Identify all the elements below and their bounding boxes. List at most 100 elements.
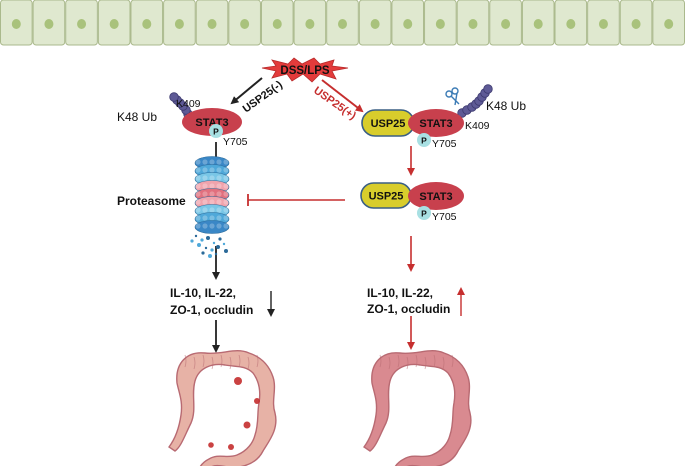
scissors-icon	[445, 87, 460, 106]
right-outcome-line2: ZO-1, occludin	[367, 302, 450, 316]
proteasome-subunit	[202, 159, 208, 165]
colon-body	[362, 350, 472, 466]
proteasome-subunit	[195, 159, 201, 165]
cell-nucleus	[370, 19, 380, 29]
proteasome-subunit	[202, 191, 208, 197]
dss-lps-stimulus: DSS/LPS	[261, 57, 349, 83]
colon-fold	[388, 356, 391, 370]
peptide-fragment	[218, 237, 222, 241]
proteasome-subunit	[223, 223, 229, 229]
cell-nucleus	[77, 19, 87, 29]
colon-fold	[451, 354, 454, 368]
usp25-stat3-complex: USP25 STAT3 P Y705	[360, 182, 464, 223]
right-phospho-label: P	[421, 136, 427, 146]
colon-fold	[202, 354, 205, 368]
colon-fold	[397, 354, 400, 368]
proteasome-subunit	[216, 223, 222, 229]
proteasome-subunit	[195, 183, 201, 189]
complex-usp25-label: USP25	[369, 191, 404, 203]
colon-lesion	[234, 377, 242, 385]
right-stat3-label: STAT3	[419, 118, 452, 130]
proteasome-subunit	[216, 191, 222, 197]
proteasome-subunit	[223, 199, 229, 205]
peptide-fragment	[201, 251, 205, 255]
proteasome-subunit	[209, 175, 215, 181]
proteasome-subunit	[202, 223, 208, 229]
peptide-fragment	[206, 236, 210, 240]
cell-nucleus	[598, 19, 608, 29]
peptide-fragment	[210, 248, 214, 252]
left-outcome: IL-10, IL-22, ZO-1, occludin	[170, 286, 275, 317]
proteasome-ring	[194, 220, 230, 234]
proteasome-subunit	[209, 191, 215, 197]
colon-healthy	[362, 350, 472, 466]
proteasome-subunit	[209, 159, 215, 165]
right-phospho-site: Y705	[432, 138, 457, 150]
colon-fold	[193, 356, 196, 370]
proteasome-subunit	[209, 207, 215, 213]
colon-lesion	[243, 421, 251, 429]
peptide-fragment	[194, 234, 198, 238]
proteasome-subunit	[209, 199, 215, 205]
colon-fold	[424, 356, 427, 370]
right-ub-label: K48 Ub	[486, 99, 526, 113]
proteasome-subunit	[195, 223, 201, 229]
complex-stat3-shape	[408, 182, 464, 210]
colon-fold	[229, 356, 232, 370]
proteasome-subunit	[223, 183, 229, 189]
proteasome-label: Proteasome	[117, 194, 186, 208]
right-ubiquitin-chain	[457, 84, 493, 118]
left-branch-arrow-label: USP25(-)	[241, 79, 285, 116]
cell-nucleus	[533, 19, 543, 29]
proteasome-subunit	[202, 175, 208, 181]
proteasome-subunit	[202, 207, 208, 213]
cell-nucleus	[109, 19, 119, 29]
proteasome-subunit	[223, 191, 229, 197]
inhibition-bar	[247, 194, 345, 206]
stimulus-burst-shape	[261, 57, 349, 83]
proteasome-subunit	[195, 191, 201, 197]
proteasome-subunit	[216, 159, 222, 165]
cell-nucleus	[338, 19, 347, 29]
proteasome-subunit	[216, 207, 222, 213]
proteasome-stack	[194, 156, 230, 234]
proteasome-subunit	[202, 215, 208, 221]
peptide-fragment	[212, 241, 216, 245]
right-phospho-circle	[417, 133, 431, 147]
cell-nucleus	[174, 19, 184, 29]
colon-fold	[247, 356, 250, 370]
colon-lesion	[228, 444, 234, 450]
colon-fold	[379, 354, 382, 368]
right-usp25-stat3: K48 Ub K409 USP25 STAT3 P Y705	[361, 84, 526, 150]
cell-nucleus	[566, 19, 576, 29]
cell-nucleus	[664, 19, 674, 29]
colon-fold	[220, 354, 223, 368]
cell-nucleus	[435, 19, 445, 29]
right-usp25-label: USP25	[371, 118, 406, 130]
complex-stat3-label: STAT3	[419, 191, 452, 203]
proteasome-subunit	[195, 199, 201, 205]
proteasome-subunit	[223, 215, 229, 221]
colon-fold	[256, 354, 259, 368]
right-outcome-line1: IL-10, IL-22,	[367, 286, 433, 300]
right-stat3-shape	[408, 109, 464, 137]
ubiquitin-bead	[169, 92, 179, 102]
ubiquitin-bead	[483, 84, 493, 94]
colon-fold	[442, 356, 445, 370]
complex-phospho-site: Y705	[432, 211, 457, 223]
colon-lesion	[208, 442, 214, 448]
colon-fold	[184, 354, 187, 368]
proteasome-subunit	[202, 167, 208, 173]
proteasome-subunit	[209, 215, 215, 221]
colon-fold	[433, 354, 436, 368]
cell-nucleus	[272, 19, 282, 29]
cell-nucleus	[501, 19, 511, 29]
peptide-fragment	[197, 243, 201, 247]
colon-fold	[211, 356, 214, 370]
left-ub-label: K48 Ub	[117, 110, 157, 124]
proteasome-subunit	[195, 207, 201, 213]
cell-nucleus	[305, 19, 315, 29]
right-site-label: K409	[465, 120, 490, 132]
